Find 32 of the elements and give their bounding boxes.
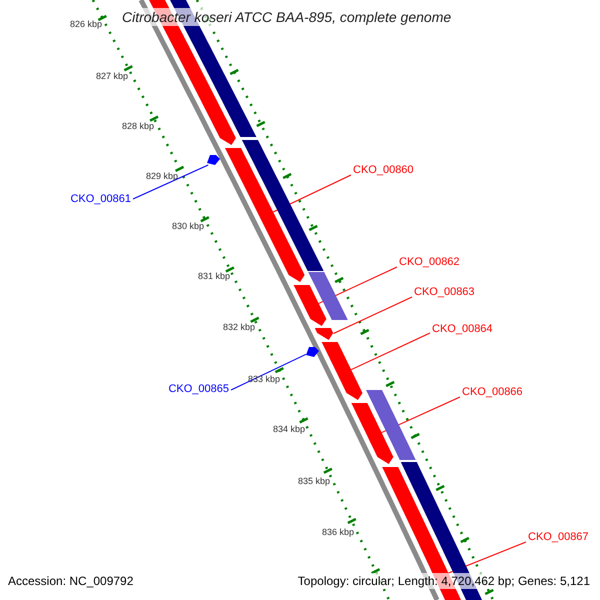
gene-track-segment xyxy=(308,272,348,320)
tick-label: 832 kbp xyxy=(222,322,255,333)
leader-line xyxy=(230,354,306,390)
tick-label: 826 kbp xyxy=(70,19,102,30)
accession-text: Accession: NC_009792 xyxy=(8,573,134,589)
gene-label: CKO_00866 xyxy=(462,386,523,399)
tick-label: 829 kbp xyxy=(146,171,178,182)
gene-label: CKO_00861 xyxy=(70,193,131,206)
gene-label: CKO_00862 xyxy=(399,256,460,269)
tick-label: 828 kbp xyxy=(122,121,154,132)
tick-label: 827 kbp xyxy=(96,71,128,82)
tick-label: 830 kbp xyxy=(172,221,204,232)
gene-track-segment xyxy=(366,390,416,460)
gene-track-segment xyxy=(242,140,324,271)
gene-feature xyxy=(294,285,326,326)
gene-feature xyxy=(351,403,394,464)
tick-label: 834 kbp xyxy=(272,424,305,435)
gene-feature xyxy=(322,342,362,400)
gene-label: CKO_00865 xyxy=(168,383,229,396)
gene-feature xyxy=(207,155,220,165)
leader-line xyxy=(350,332,430,370)
gene-feature xyxy=(306,347,319,357)
leader-line xyxy=(333,296,412,334)
tick-label: 836 kbp xyxy=(322,527,354,538)
tick-label: 831 kbp xyxy=(198,271,230,282)
gene-label: CKO_00867 xyxy=(528,531,589,544)
gene-label: CKO_00864 xyxy=(432,323,493,336)
gene-label: CKO_00860 xyxy=(353,164,414,177)
gene-label: CKO_00863 xyxy=(414,286,475,299)
tick-label: 835 kbp xyxy=(298,476,330,487)
gene-feature xyxy=(314,328,334,340)
leader-line xyxy=(132,164,209,200)
